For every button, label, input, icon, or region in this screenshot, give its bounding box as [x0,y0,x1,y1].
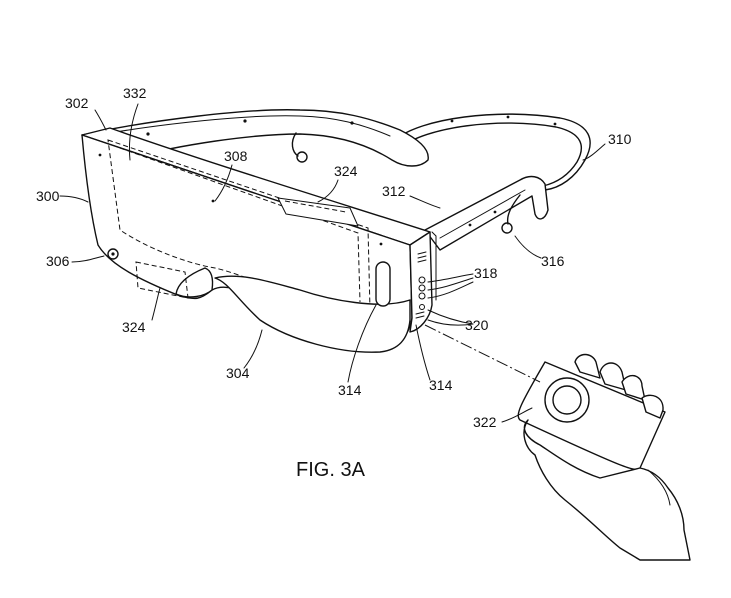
side-arm [424,175,549,251]
ref-322: 322 [473,414,497,430]
ref-324-bottom: 324 [122,319,146,335]
headset-housing [81,127,437,353]
leader-lines [59,103,606,423]
ref-320: 320 [465,317,489,333]
ref-314-right: 314 [429,377,453,393]
ref-306: 306 [46,253,70,269]
signal-line [424,324,541,383]
head-strap [394,113,591,191]
ref-310: 310 [608,131,632,147]
top-band [81,109,429,167]
figure-caption: FIG. 3A [296,459,366,481]
hand-controller [517,353,691,561]
reference-labels: 300 302 332 306 308 324 310 312 316 318 … [36,85,632,430]
ref-332: 332 [123,85,147,101]
ref-314-left: 314 [338,382,362,398]
ref-304: 304 [226,365,250,381]
ref-300: 300 [36,188,60,204]
ref-302: 302 [65,95,89,111]
ref-316: 316 [541,253,565,269]
ref-324-top: 324 [334,163,358,179]
ref-308: 308 [224,148,248,164]
ref-312: 312 [382,183,406,199]
ref-318: 318 [474,265,498,281]
